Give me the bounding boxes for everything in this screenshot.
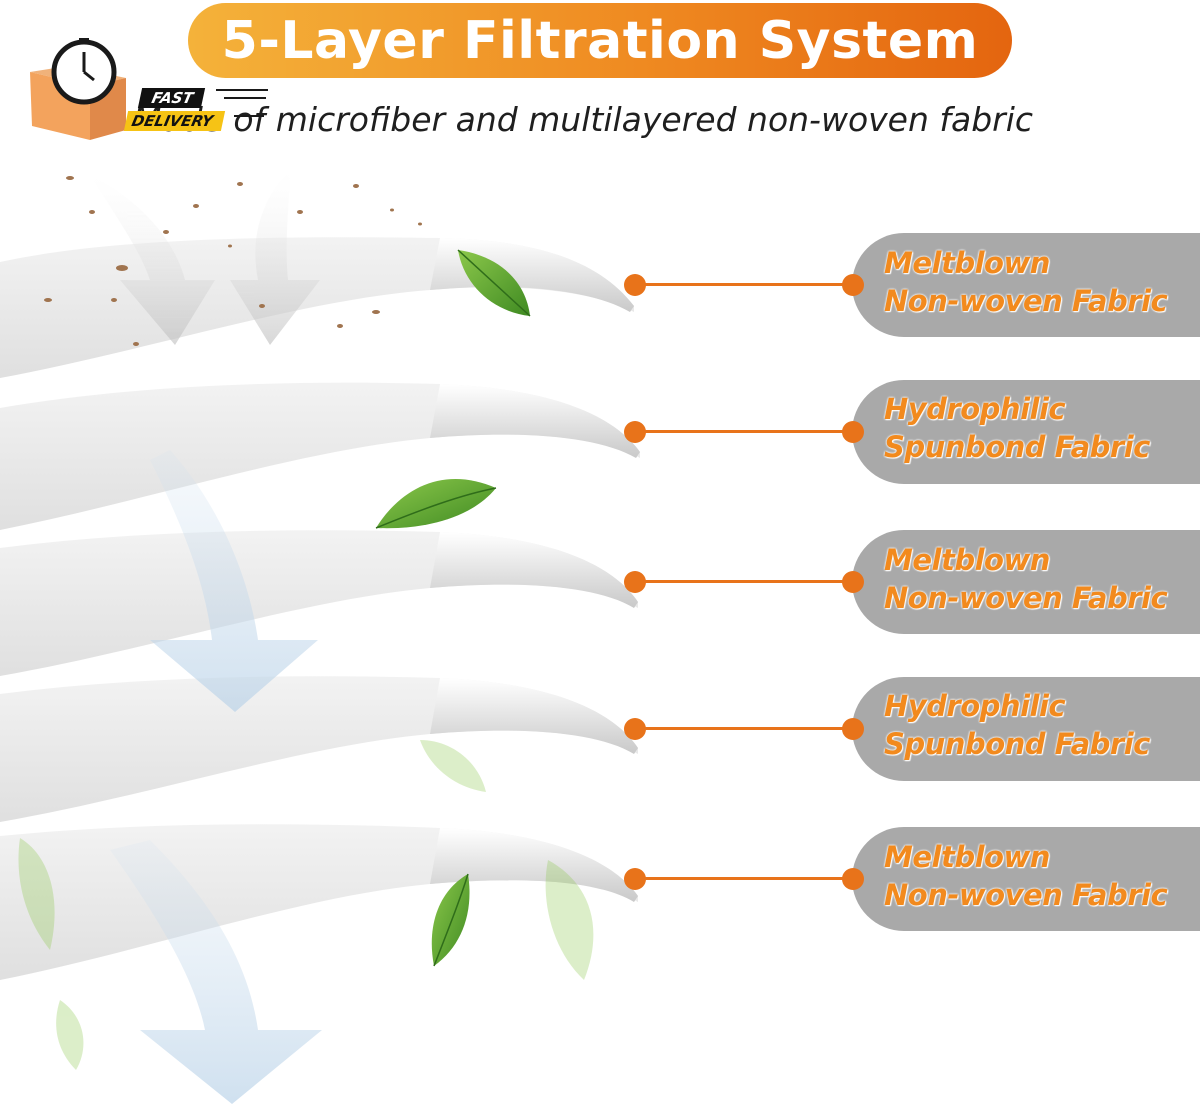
- fabric-layer-4: [0, 676, 638, 822]
- fast-label: FAST: [137, 88, 206, 108]
- layer-4-line-2: Spunbond Fabric: [884, 727, 1150, 761]
- connector-dot-left: [624, 421, 646, 443]
- subtitle: Made of microfiber and multilayered non-…: [133, 100, 1093, 139]
- layer-label-pill: [852, 233, 1200, 337]
- layer-5-line-1: Meltblown: [884, 840, 1050, 874]
- connector-dot-right: [842, 421, 864, 443]
- layer-label-pill: [852, 530, 1200, 634]
- layer-3-line-1: Meltblown: [884, 543, 1050, 577]
- layer-5-line-2: Non-woven Fabric: [884, 878, 1168, 912]
- connector-dot-left: [624, 274, 646, 296]
- connector-dot-right: [842, 718, 864, 740]
- connector-dot-left: [624, 718, 646, 740]
- connector-line: [640, 580, 850, 583]
- fabric-layer-3: [0, 530, 638, 676]
- subtitle-text: microfiber and multilayered non-woven fa…: [275, 100, 1034, 139]
- layer-label-pill: [852, 677, 1200, 781]
- connector-dot-right: [842, 868, 864, 890]
- airflow-arrow-grey: [90, 170, 320, 345]
- connector-dot-right: [842, 274, 864, 296]
- leaf-icon: [457, 249, 531, 317]
- layer-1-line-1: Meltblown: [884, 246, 1050, 280]
- connector-line: [640, 283, 850, 286]
- connector-dot-right: [842, 571, 864, 593]
- layer-2-line-1: Hydrophilic: [884, 392, 1066, 426]
- connector-line: [640, 430, 850, 433]
- connector-line: [640, 727, 850, 730]
- dust-particles: [44, 176, 422, 346]
- leaf-icon: [431, 873, 470, 967]
- connector-dot-left: [624, 868, 646, 890]
- title-banner: 5-Layer Filtration System: [188, 3, 1012, 78]
- connector-dot-left: [624, 571, 646, 593]
- layer-3-line-2: Non-woven Fabric: [884, 581, 1168, 615]
- delivery-label: DELIVERY: [123, 111, 225, 131]
- fabric-layer-1: [0, 237, 634, 378]
- stopwatch-box-icon: [30, 38, 268, 140]
- page-title: 5-Layer Filtration System: [221, 10, 979, 71]
- fabric-layer-5: [0, 824, 638, 980]
- leaf-icon: [375, 478, 497, 529]
- connector-line: [640, 877, 850, 880]
- layer-1-line-2: Non-woven Fabric: [884, 284, 1168, 318]
- layer-4-line-1: Hydrophilic: [884, 689, 1066, 723]
- layer-2-line-2: Spunbond Fabric: [884, 430, 1150, 464]
- airflow-arrow-blue: [110, 450, 322, 1104]
- leaf-icon-faded: [18, 740, 594, 1070]
- fabric-layer-2: [0, 382, 640, 530]
- layer-label-pill: [852, 380, 1200, 484]
- layer-label-pill: [852, 827, 1200, 931]
